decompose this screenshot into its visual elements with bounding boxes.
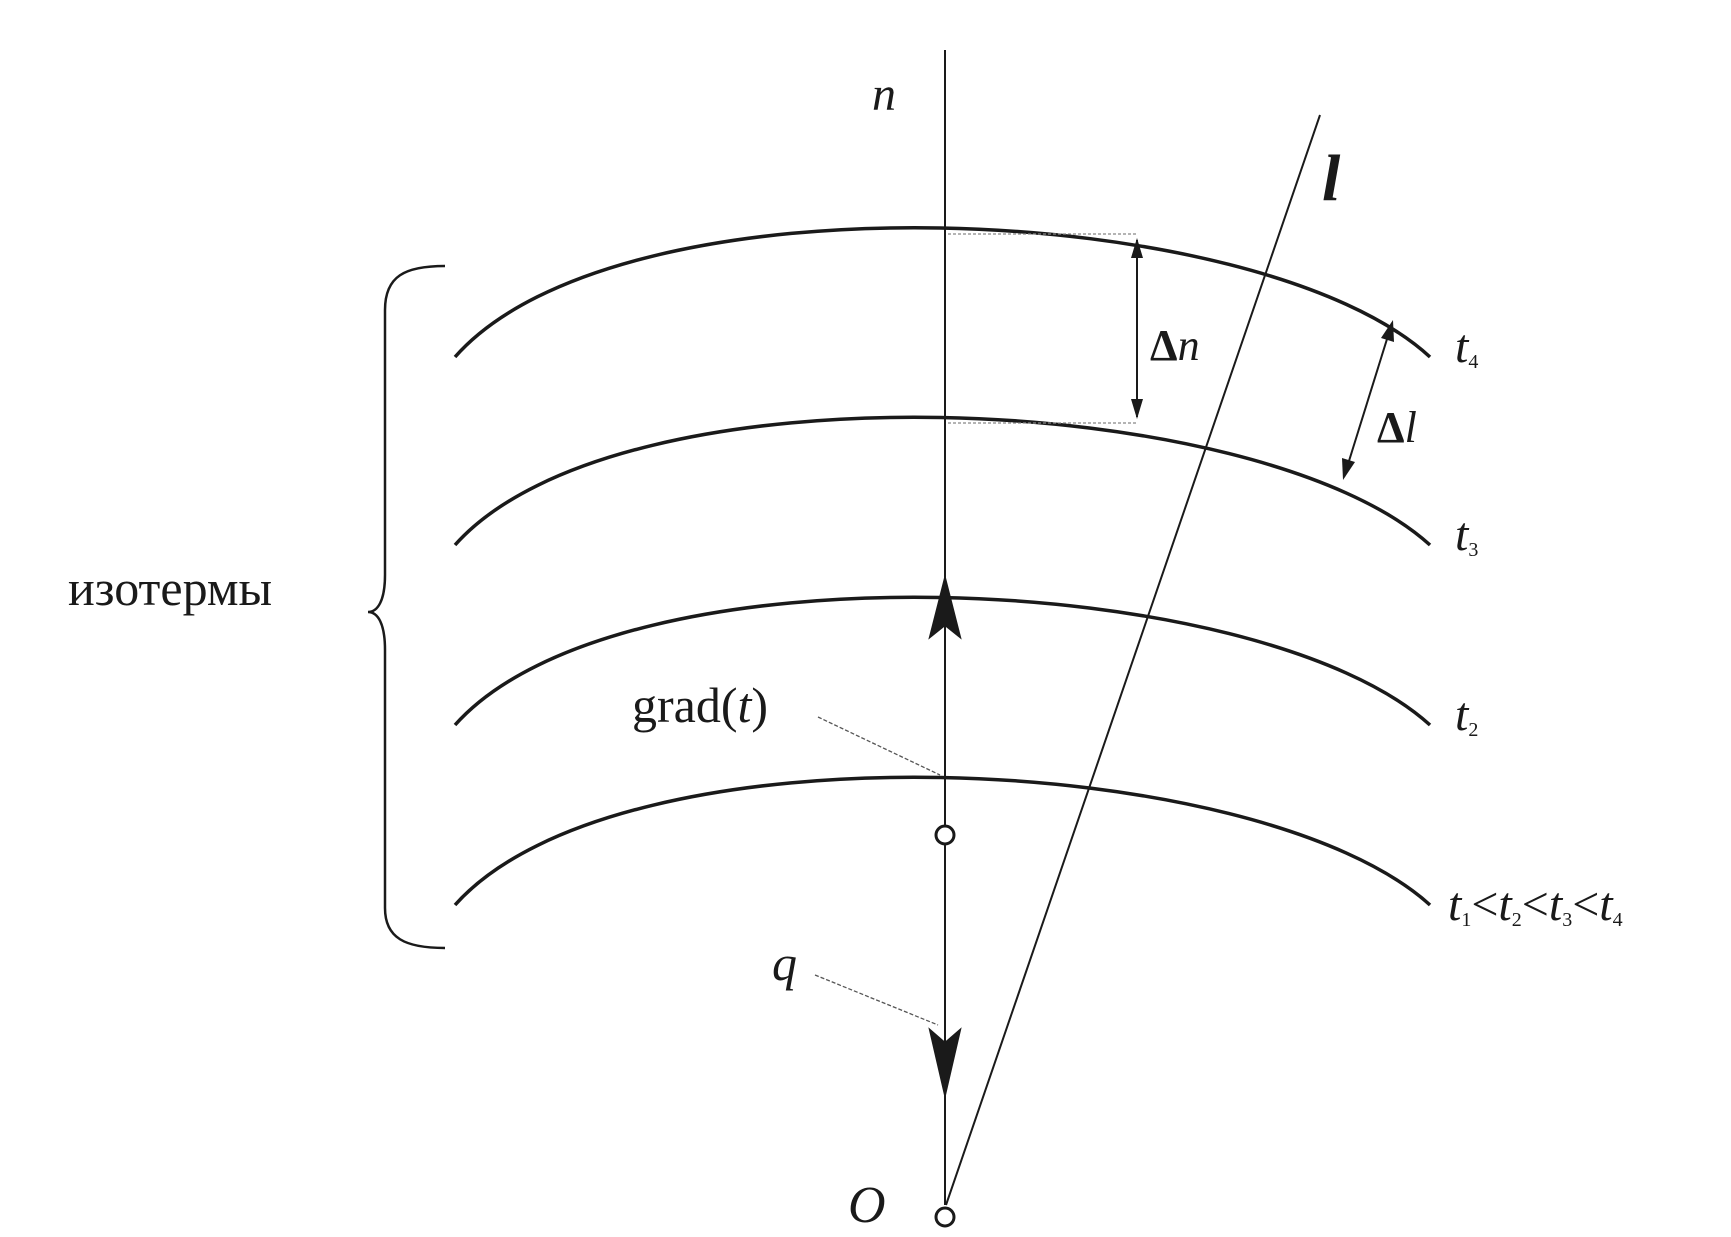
isotherm-t4 — [453, 226, 1432, 359]
label-t3: t3 — [1455, 508, 1478, 561]
label-l-axis: l — [1322, 142, 1341, 215]
q-arrow-head — [928, 1027, 962, 1096]
isotherm-t3 — [453, 415, 1432, 547]
origin-point-circle — [934, 1206, 956, 1228]
label-delta-l: Δl — [1377, 403, 1417, 452]
delta-l-dimension — [1342, 320, 1394, 480]
grad-leader-line — [817, 716, 941, 776]
label-q: q — [772, 935, 797, 991]
label-t-inequality: t1<t2<t3<t4 — [1448, 878, 1623, 931]
isotherms-brace — [367, 264, 446, 950]
label-n-axis: n — [872, 68, 896, 121]
axis-point-circle — [934, 824, 956, 846]
grad-arrow-head — [928, 577, 962, 640]
label-delta-n: Δn — [1150, 321, 1200, 370]
isotherm-t1 — [453, 775, 1432, 907]
isotherm-curves — [453, 226, 1432, 907]
label-isotherms: изотермы — [68, 560, 272, 616]
label-grad-t: grad(t) — [632, 677, 768, 733]
delta-n-dimension — [948, 233, 1143, 424]
q-leader-line — [814, 974, 939, 1026]
label-origin: O — [848, 1177, 886, 1234]
direction-l-line — [945, 114, 1321, 1206]
label-t2: t2 — [1455, 688, 1478, 741]
label-t4: t4 — [1455, 320, 1478, 373]
